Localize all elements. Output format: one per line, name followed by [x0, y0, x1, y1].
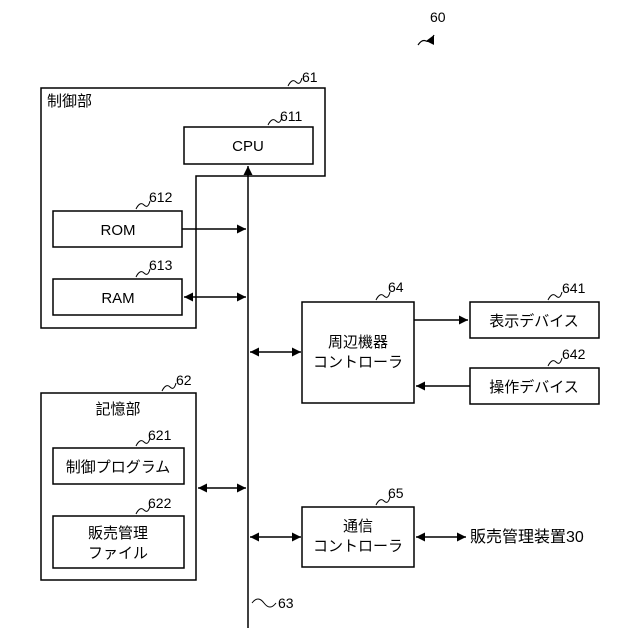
comm-controller-box	[302, 507, 414, 567]
peripheral-controller-box	[302, 302, 414, 403]
control-program-label: 制御プログラム	[66, 459, 171, 476]
display-device-ref: 641	[562, 280, 586, 296]
bus-ref: 63	[278, 595, 294, 611]
peripheral-controller-label-line2: コントローラ	[313, 354, 403, 371]
display-device-leader	[548, 292, 562, 300]
figure-ref-squiggle	[418, 35, 434, 45]
rom-ref: 612	[149, 189, 173, 205]
ram-label: RAM	[101, 290, 134, 307]
operation-device-ref: 642	[562, 346, 586, 362]
comm-controller-label-line2: コントローラ	[313, 538, 403, 555]
storage-unit-leader	[162, 383, 176, 391]
comm-controller-label-line1: 通信	[343, 518, 373, 535]
operation-device-leader	[548, 358, 562, 366]
cpu-label: CPU	[232, 138, 264, 155]
control-unit-leader	[288, 78, 302, 86]
rom-leader	[136, 201, 150, 209]
comm-controller-ref: 65	[388, 485, 404, 501]
control-unit-ref: 61	[302, 69, 318, 85]
peripheral-controller-ref: 64	[388, 279, 404, 295]
operation-device-label: 操作デバイス	[489, 378, 579, 396]
sales-management-device-label: 販売管理装置30	[470, 528, 584, 546]
figure-ref-label: 60	[430, 9, 446, 25]
rom-label: ROM	[101, 222, 136, 239]
storage-unit-label: 記憶部	[95, 401, 140, 418]
ram-ref: 613	[149, 257, 173, 273]
ram-leader	[136, 269, 150, 277]
sales-file-ref: 622	[148, 495, 172, 511]
display-device-label: 表示デバイス	[489, 312, 579, 330]
peripheral-controller-label-line1: 周辺機器	[328, 334, 388, 351]
sales-file-label-line2: ファイル	[88, 545, 148, 562]
storage-unit-ref: 62	[176, 372, 192, 388]
control-program-ref: 621	[148, 427, 172, 443]
bus-leader	[252, 599, 276, 607]
control-unit-label: 制御部	[47, 93, 92, 110]
sales-file-label-line1: 販売管理	[88, 525, 148, 542]
cpu-ref: 611	[280, 108, 303, 124]
